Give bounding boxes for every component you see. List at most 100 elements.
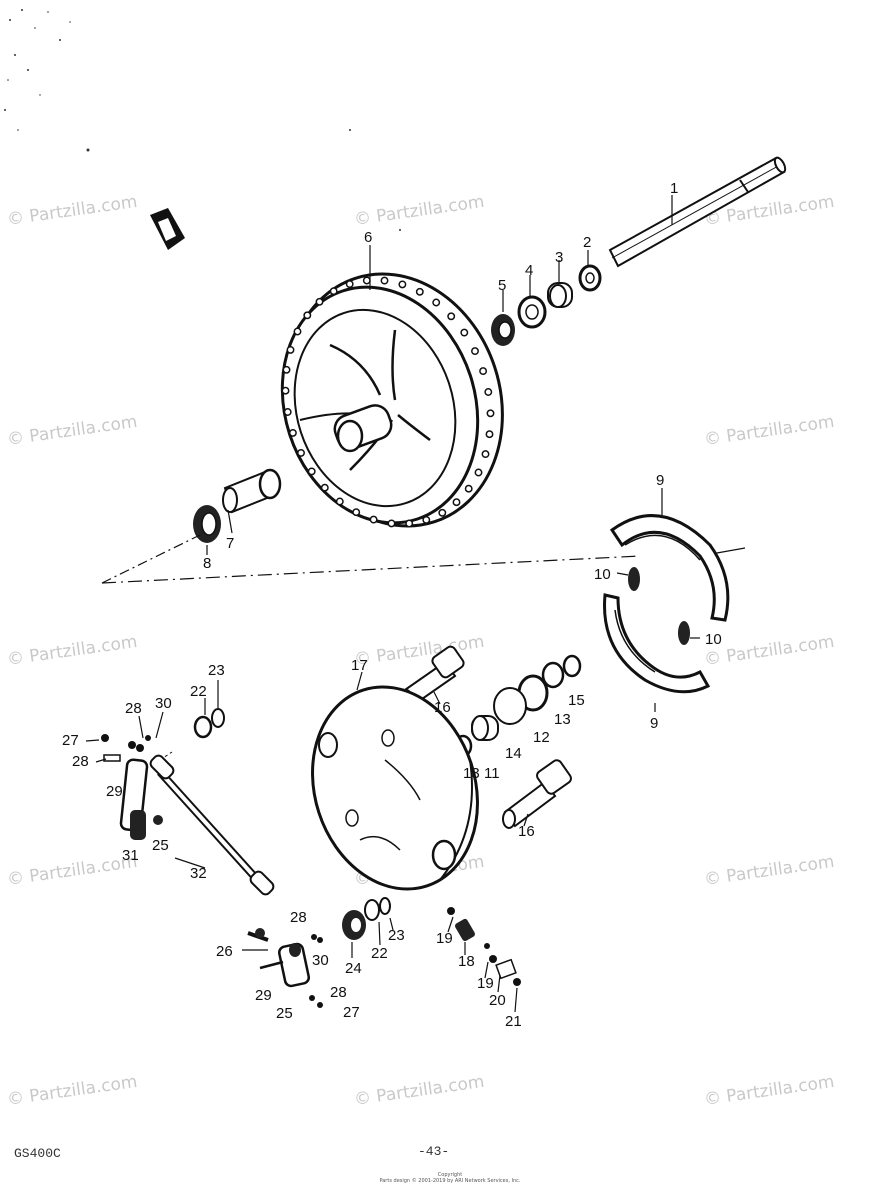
callout-4: 4 bbox=[525, 262, 533, 279]
rim-hole bbox=[398, 280, 407, 289]
callout-28: 28 bbox=[125, 700, 142, 717]
part-lever-washers bbox=[342, 897, 391, 940]
callout-27: 27 bbox=[62, 732, 79, 749]
callout-10b: 10 bbox=[705, 631, 722, 648]
rim-hole bbox=[471, 347, 479, 356]
part-brake-shoe-lower bbox=[603, 593, 711, 694]
rim-hole bbox=[303, 311, 312, 320]
callout-19: 19 bbox=[436, 930, 453, 947]
watermark: © Partzilla.com bbox=[703, 852, 836, 890]
watermark: © Partzilla.com bbox=[353, 632, 486, 670]
rim-hole bbox=[452, 498, 461, 507]
part-collar-7 bbox=[222, 468, 282, 514]
rim-hole bbox=[286, 345, 295, 354]
callout-labels: 1 2 3 4 5 6 7 8 9 9 10 10 11 12 13 13 14… bbox=[62, 180, 722, 1030]
callout-10: 10 bbox=[594, 566, 611, 583]
watermark: © Partzilla.com bbox=[6, 412, 139, 450]
callout-19b: 19 bbox=[477, 975, 494, 992]
callout-28d: 28 bbox=[330, 984, 347, 1001]
copyright-line-2: Parts design © 2001-2019 by ARI Network … bbox=[379, 1178, 521, 1184]
rim-hole bbox=[405, 519, 414, 528]
rim-hole bbox=[288, 428, 297, 437]
rim-hole bbox=[486, 409, 495, 418]
part-bearing-3 bbox=[547, 282, 573, 308]
callout-22b: 22 bbox=[371, 945, 388, 962]
callout-16b: 16 bbox=[518, 823, 535, 840]
callout-27b: 27 bbox=[343, 1004, 360, 1021]
callout-13b: 13 bbox=[463, 765, 480, 782]
callout-23: 23 bbox=[208, 662, 225, 679]
callout-29: 29 bbox=[106, 783, 123, 800]
part-spacer-4 bbox=[517, 295, 547, 329]
rim-hole bbox=[307, 467, 316, 476]
rim-hole bbox=[447, 312, 456, 321]
callout-7: 7 bbox=[226, 535, 234, 552]
model-code: GS400C bbox=[14, 1146, 61, 1161]
callout-12: 12 bbox=[533, 729, 550, 746]
callout-22: 22 bbox=[190, 683, 207, 700]
callout-17: 17 bbox=[351, 657, 368, 674]
callout-18: 18 bbox=[458, 953, 475, 970]
rim-hole bbox=[474, 468, 483, 477]
part-lever-lower bbox=[247, 928, 323, 1008]
callout-9b: 9 bbox=[650, 715, 658, 732]
part-washer-stack bbox=[453, 654, 582, 758]
rim-hole bbox=[481, 450, 490, 459]
callout-29b: 29 bbox=[255, 987, 272, 1004]
callout-8: 8 bbox=[203, 555, 211, 572]
rim-hole bbox=[438, 508, 447, 517]
callout-16: 16 bbox=[434, 699, 451, 716]
rim-hole bbox=[345, 280, 354, 289]
part-brake-panel bbox=[311, 685, 479, 891]
rim-hole bbox=[422, 515, 431, 524]
watermark: © Partzilla.com bbox=[353, 1072, 486, 1110]
rim-hole bbox=[460, 328, 469, 337]
callout-31: 31 bbox=[122, 847, 139, 864]
callout-11: 11 bbox=[484, 765, 500, 782]
rim-hole bbox=[362, 276, 371, 285]
page-number: -43- bbox=[418, 1144, 450, 1159]
watermark: © Partzilla.com bbox=[6, 632, 139, 670]
callout-1: 1 bbox=[670, 180, 678, 197]
callout-25: 25 bbox=[276, 1005, 293, 1022]
rim-hole bbox=[282, 365, 291, 374]
part-spring-10 bbox=[628, 567, 690, 645]
rim-hole bbox=[283, 408, 292, 416]
callout-20: 20 bbox=[489, 992, 506, 1009]
rim-hole bbox=[387, 519, 396, 528]
watermark: © Partzilla.com bbox=[703, 1072, 836, 1110]
callout-14: 14 bbox=[505, 745, 522, 762]
rim-hole bbox=[485, 430, 494, 439]
watermark: © Partzilla.com bbox=[353, 192, 486, 230]
callout-23b: 23 bbox=[388, 927, 405, 944]
part-seal-5 bbox=[491, 314, 515, 346]
watermark: © Partzilla.com bbox=[6, 1072, 139, 1110]
callout-24: 24 bbox=[345, 960, 362, 977]
part-axle bbox=[608, 156, 787, 268]
callout-28c: 28 bbox=[290, 909, 307, 926]
callout-30b: 30 bbox=[312, 952, 329, 969]
callout-2: 2 bbox=[583, 234, 591, 251]
rim-hole bbox=[479, 367, 488, 376]
callout-6: 6 bbox=[364, 229, 372, 246]
callout-28b: 28 bbox=[72, 753, 89, 770]
leader-lines bbox=[85, 195, 700, 1013]
copyright-line-1: Copyright bbox=[437, 1172, 463, 1178]
watermark: © Partzilla.com bbox=[703, 412, 836, 450]
rim-hole bbox=[380, 276, 389, 285]
part-camshaft-lower bbox=[502, 759, 572, 829]
rim-hole bbox=[281, 386, 290, 395]
rim-hole bbox=[320, 483, 329, 492]
watermark: © Partzilla.com bbox=[6, 852, 139, 890]
rim-hole bbox=[464, 484, 473, 493]
part-wheel-hub bbox=[280, 272, 504, 528]
callout-15: 15 bbox=[568, 692, 585, 709]
part-seal-8 bbox=[193, 505, 221, 543]
rim-hole bbox=[335, 497, 344, 506]
callout-30: 30 bbox=[155, 695, 172, 712]
rim-hole bbox=[293, 327, 302, 336]
callout-3: 3 bbox=[555, 249, 563, 266]
rim-hole bbox=[484, 388, 493, 396]
part-brake-shoe-upper bbox=[609, 514, 730, 622]
